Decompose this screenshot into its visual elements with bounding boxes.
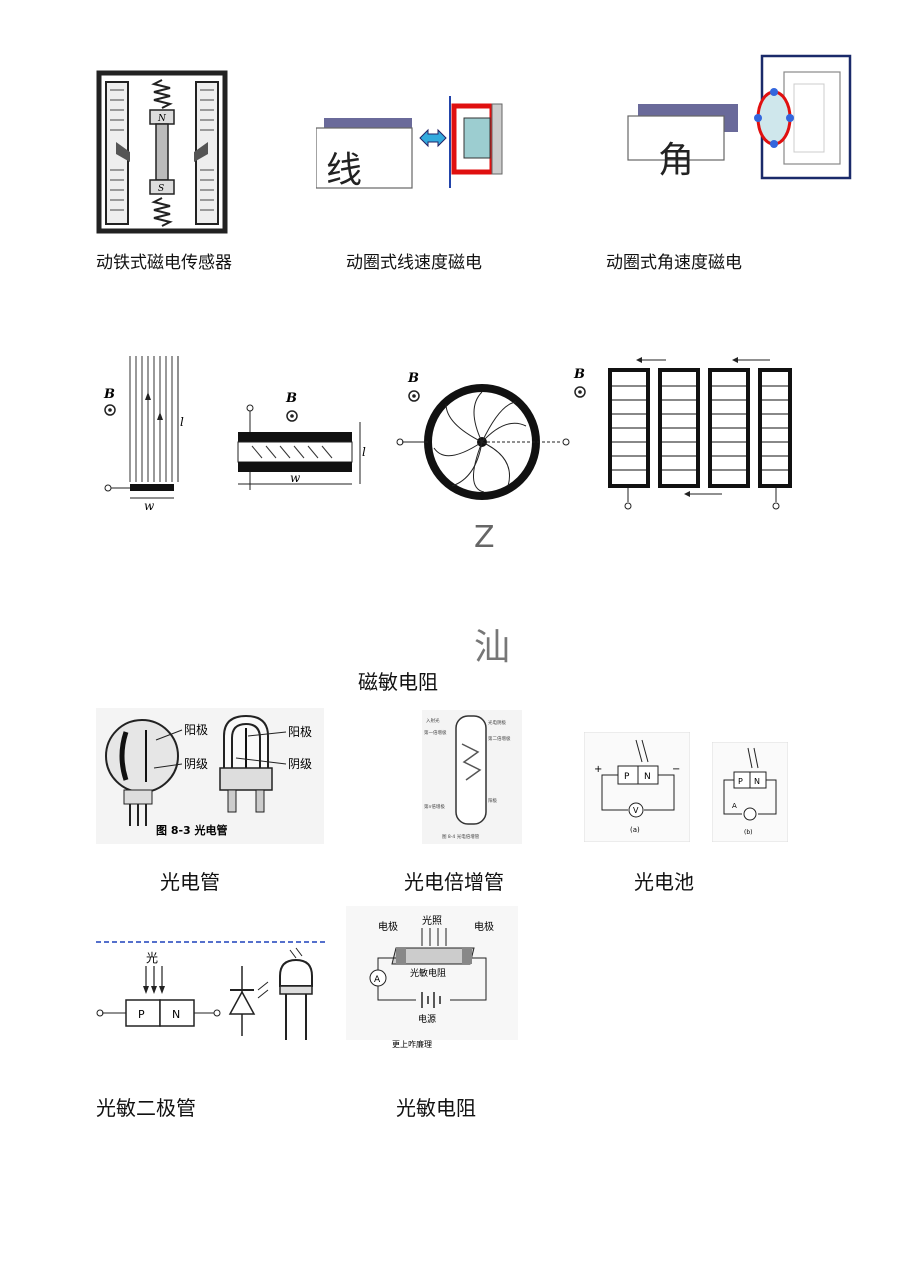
moving-iron-sensor-diagram: N S (96, 70, 228, 234)
linear-velocity-sensor-diagram: 线 (316, 96, 503, 191)
fig-a-s-label: S (158, 184, 164, 194)
fig-a-n-label: N (157, 114, 167, 124)
caption-magnetoresistor: 磁敏电阻 (358, 670, 438, 694)
cell-b-p: P (738, 777, 743, 786)
cell-a-p: P (624, 772, 630, 782)
cell-a-voltmeter: V (633, 806, 639, 815)
photomultiplier-diagram: 入射光 光电阴极 第一倍增极 第二倍增极 阳极 第n倍增极 图 8-4 光电倍增… (422, 710, 522, 844)
cell-b-tag: (b) (744, 829, 753, 836)
ldr-source-label: 电源 (418, 1013, 436, 1025)
phototube-anode-label-b: 阳极 (288, 725, 312, 739)
caption-photodiode: 光敏二极管 (96, 1096, 196, 1120)
caption-angular-velocity: 动圈式角速度磁电 (606, 253, 742, 273)
cell-a-plus: + (594, 764, 602, 775)
caption-photomultiplier: 光电倍增管 (404, 870, 504, 894)
phototube-cathode-label-a: 阴级 (184, 757, 208, 771)
phototube-diagram: 阳极 阴级 阳极 阴级 图 8-3 光电管 (96, 708, 324, 844)
strip-l-label: l (180, 415, 184, 429)
bar-l-label: l (362, 445, 366, 459)
magnetoresistor-meander-diagram: B (573, 357, 792, 510)
photodiode-diagram: 光 P N (96, 941, 326, 1040)
strip-b-label: B (103, 387, 115, 402)
magnetoresistor-strip-diagram: B l w (103, 356, 184, 512)
strip-w-label: w (144, 499, 155, 512)
photoresistor-diagram: 电极 光照 电极 光敏电阻 A 电源 更上咋廉理 (346, 906, 518, 1048)
meander-b-label: B (573, 367, 585, 382)
cell-a-n: N (644, 772, 651, 782)
photodiode-light-label: 光 (146, 951, 158, 965)
cell-b-ammeter: A (732, 802, 737, 810)
caption-photoresistor: 光敏电阻 (396, 1096, 476, 1120)
photocell-diagram-b: P N A (b) (712, 742, 788, 842)
photodiode-n: N (172, 1008, 180, 1021)
pm-label-incident: 入射光 (426, 717, 440, 724)
corbino-disk-diagram: B (396, 371, 570, 500)
cell-b-n: N (754, 777, 760, 786)
pm-label-dynode2: 第二倍增极 (488, 735, 511, 742)
magnetoresistor-bar-diagram: B l w (237, 391, 366, 490)
disk-b-label: B (407, 371, 419, 386)
phototube-anode-label-a: 阳极 (184, 723, 208, 737)
ldr-light-label: 光照 (422, 914, 442, 927)
mark-shan: 汕 (474, 627, 511, 668)
pm-label-anode: 阳极 (488, 797, 497, 804)
ldr-resistor-label: 光敏电阻 (410, 967, 446, 979)
photocell-diagram-a: P N + − V (a) (584, 732, 690, 842)
ldr-ammeter: A (374, 975, 381, 985)
pm-label-dynode-n: 第n倍增极 (424, 803, 445, 810)
bar-w-label: w (290, 471, 301, 485)
ldr-electrode-left: 电极 (378, 920, 398, 933)
pm-label-dynode1: 第一倍增极 (424, 729, 447, 736)
cell-a-minus: − (672, 764, 680, 775)
bar-b-label: B (285, 391, 297, 406)
mark-z: Z (474, 520, 495, 555)
cell-a-tag: (a) (630, 826, 640, 834)
fig-c-char: 角 (658, 140, 694, 181)
ldr-note: 更上咋廉理 (392, 1039, 432, 1048)
caption-photocell: 光电池 (634, 870, 694, 894)
fig-b-char: 线 (326, 150, 362, 191)
angular-velocity-sensor-diagram: 角 (627, 54, 852, 181)
caption-phototube: 光电管 (160, 870, 220, 894)
caption-linear-velocity: 动圈式线速度磁电 (346, 253, 482, 273)
phototube-figure-caption: 图 8-3 光电管 (156, 823, 228, 837)
caption-moving-iron: 动铁式磁电传感器 (96, 253, 232, 273)
phototube-cathode-label-b: 阴级 (288, 757, 312, 771)
pm-figure-caption: 图 8-4 光电倍增管 (442, 833, 480, 840)
photodiode-p: P (138, 1008, 145, 1021)
ldr-electrode-right: 电极 (474, 920, 494, 933)
pm-label-photocathode: 光电阴极 (488, 719, 506, 726)
